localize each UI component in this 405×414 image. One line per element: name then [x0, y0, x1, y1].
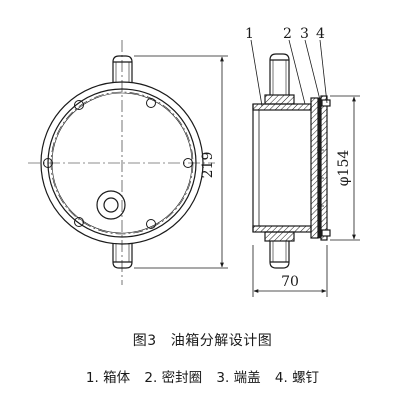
callout-4: 4 — [316, 26, 325, 42]
callout-1: 1 — [245, 26, 254, 42]
height-dimension-label: 219 — [200, 152, 216, 179]
bolt-hole — [74, 217, 84, 227]
height-dimension — [134, 55, 228, 269]
bottom-nozzle — [112, 243, 133, 269]
callout-3: 3 — [300, 26, 309, 42]
bolt-holes — [43, 98, 193, 229]
figure-caption: 图3 油箱分解设计图 — [0, 330, 405, 350]
bolt-hole — [183, 158, 193, 168]
parts-legend: 1. 箱体 2. 密封圈 3. 端盖 4. 螺钉 — [0, 366, 405, 386]
callout-leaders — [250, 39, 328, 107]
bolt-hole — [74, 100, 84, 110]
oil-port-inner — [103, 197, 119, 213]
bolt-hole — [146, 219, 156, 229]
figure-number: 图3 — [132, 333, 157, 349]
callout-2: 2 — [283, 26, 292, 42]
side-view — [252, 53, 331, 269]
diameter-dimension — [330, 95, 360, 241]
width-dimension — [252, 245, 328, 297]
body-flange — [310, 97, 319, 239]
side-top-nozzle — [264, 53, 295, 105]
legend-item: 3. 端盖 — [216, 370, 261, 386]
bolt-hole — [146, 98, 156, 108]
body-bottom-wall — [252, 225, 312, 233]
legend-item: 1. 箱体 — [85, 370, 131, 386]
oil-port-outer — [96, 190, 126, 220]
legend-item: 2. 密封圈 — [144, 370, 203, 386]
screw-bottom — [321, 229, 331, 237]
side-bottom-nozzle — [264, 231, 295, 269]
end-cover — [320, 95, 328, 241]
diameter-dimension-label: φ154 — [336, 150, 352, 187]
front-view — [28, 40, 215, 285]
bolt-hole — [43, 158, 53, 168]
width-dimension-label: 70 — [281, 274, 299, 290]
screw-top — [321, 99, 331, 107]
figure-title: 油箱分解设计图 — [170, 333, 273, 349]
top-nozzle — [112, 55, 133, 82]
oil-tank-exploded-drawing: 219 — [28, 26, 360, 297]
legend-item: 4. 螺钉 — [274, 370, 320, 386]
